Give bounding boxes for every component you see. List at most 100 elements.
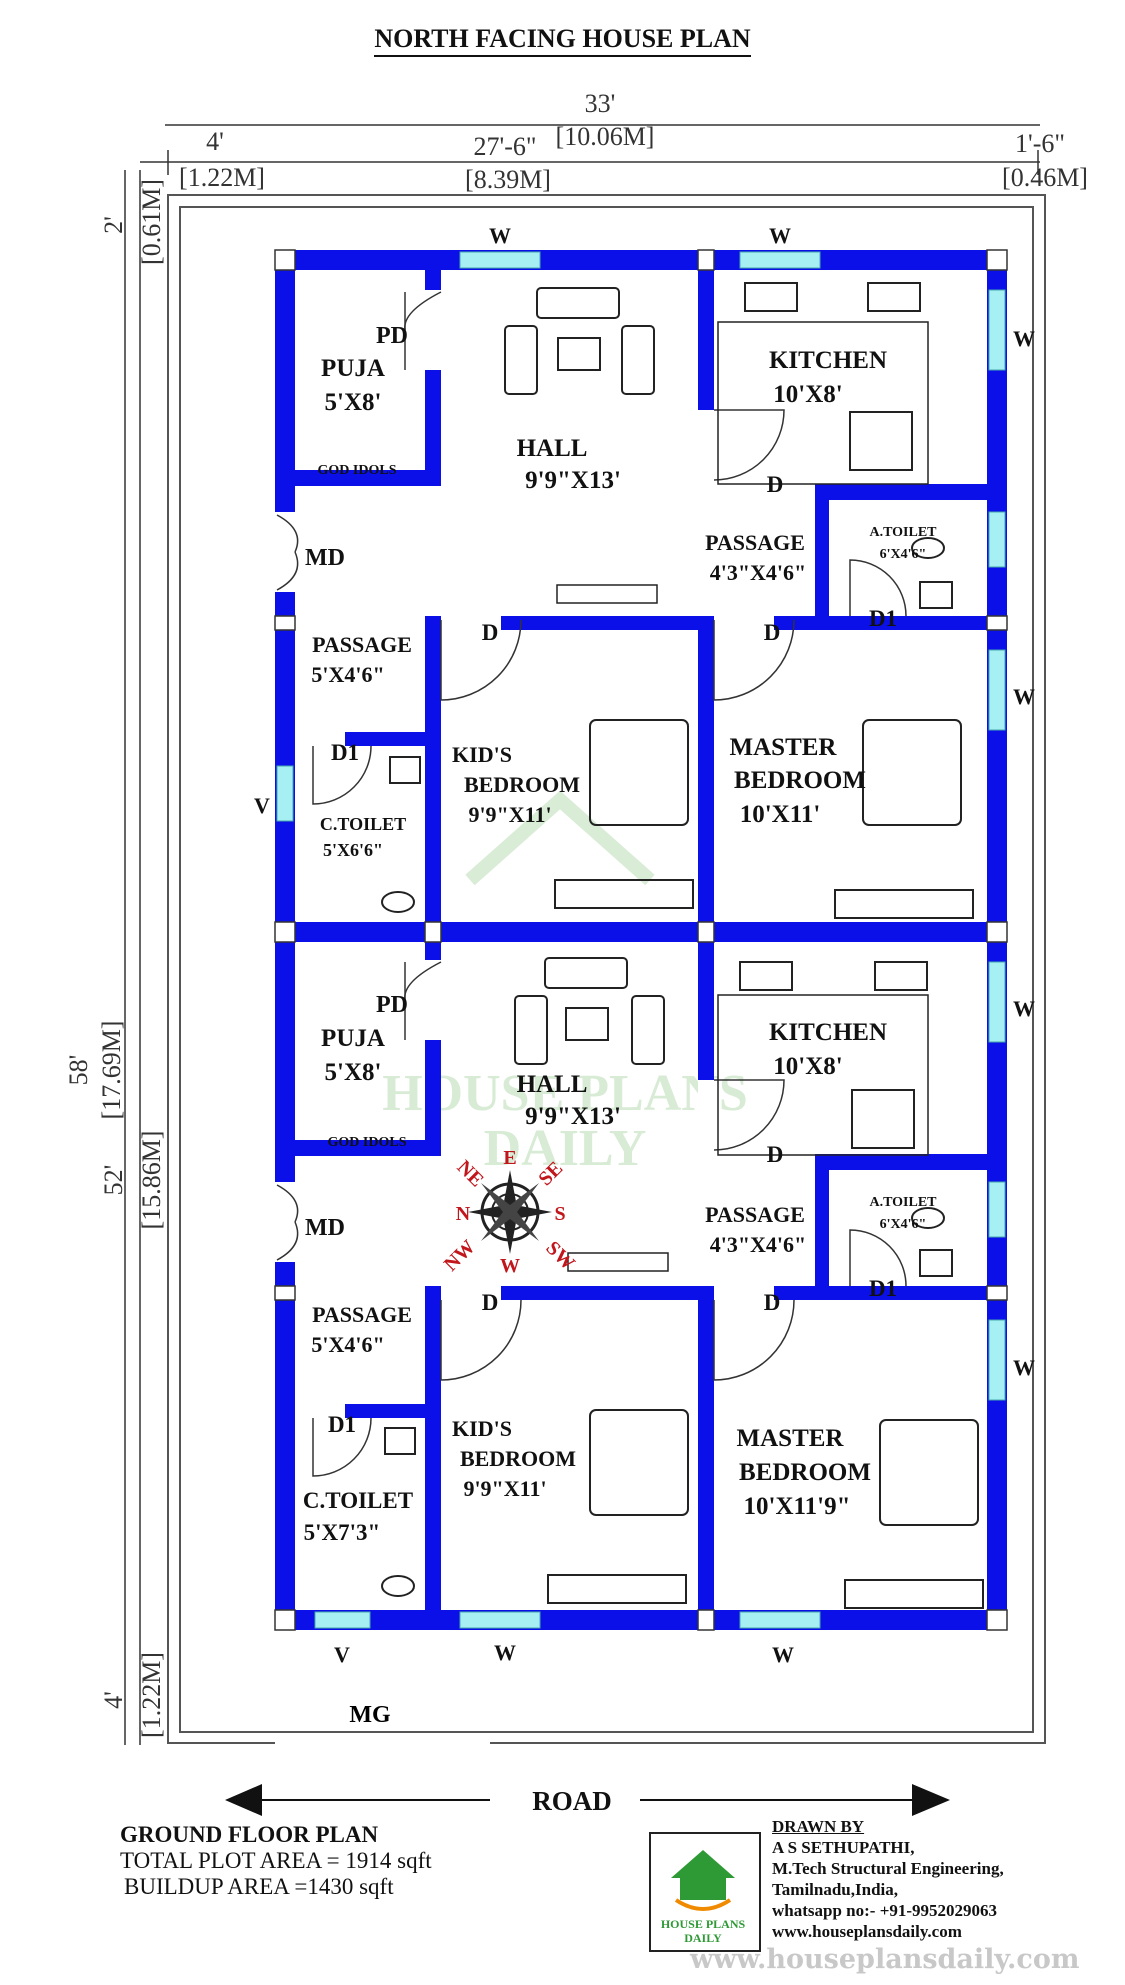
bed-icon bbox=[862, 719, 962, 826]
stove-icon bbox=[874, 961, 928, 991]
passage-right-dim: 4'3"X4'6" bbox=[710, 1232, 807, 1257]
dim-top-right-m: [0.46M] bbox=[1002, 163, 1088, 192]
ctoilet-dim: 5'X7'3" bbox=[304, 1520, 381, 1545]
compass-s: S bbox=[554, 1203, 565, 1225]
ctoilet-dim: 5'X6'6" bbox=[323, 840, 383, 860]
master-bedroom-label: MASTER bbox=[730, 734, 838, 761]
kitchen-dim: 10'X8' bbox=[773, 381, 842, 408]
passage-right-label: PASSAGE bbox=[705, 1202, 805, 1227]
dimension-lines bbox=[124, 124, 1040, 1745]
door-label: D bbox=[764, 1290, 781, 1315]
credit-location: Tamilnadu,India, bbox=[772, 1880, 898, 1899]
dim-top-left-m: [1.22M] bbox=[179, 163, 265, 192]
god-idols-label: GOD IDOLS bbox=[318, 463, 397, 478]
wardrobe-icon bbox=[554, 879, 694, 909]
toilet-icon bbox=[911, 537, 945, 559]
armchair-icon bbox=[514, 995, 548, 1065]
washbasin-icon bbox=[919, 581, 953, 609]
passage-right-dim: 4'3"X4'6" bbox=[710, 560, 807, 585]
sink-icon bbox=[744, 282, 798, 312]
washbasin-icon bbox=[919, 1249, 953, 1277]
road-label: ROAD bbox=[532, 1786, 612, 1816]
sofa-icon bbox=[544, 957, 628, 989]
hall-dim: 9'9"X13' bbox=[525, 1103, 621, 1130]
dim-top-total-m: [10.06M] bbox=[556, 122, 655, 151]
door-label: D bbox=[764, 620, 781, 645]
puja-dim: 5'X8' bbox=[325, 389, 382, 416]
credit-website: www.houseplansdaily.com bbox=[772, 1922, 962, 1941]
kitchen-label: KITCHEN bbox=[769, 347, 887, 374]
window-label: W bbox=[1013, 996, 1035, 1021]
dim-left-mid-m: [15.86M] bbox=[137, 1131, 166, 1230]
washbasin-icon bbox=[384, 1427, 416, 1455]
hall-label: HALL bbox=[517, 435, 588, 462]
passage-right-label: PASSAGE bbox=[705, 530, 805, 555]
puja-dim: 5'X8' bbox=[325, 1059, 382, 1086]
kids-bedroom-label: KID'S bbox=[452, 1416, 512, 1441]
window-label: W bbox=[1013, 684, 1035, 709]
windows bbox=[276, 251, 1006, 1629]
dim-top-left-ft: 4' bbox=[206, 127, 224, 156]
atoilet-label: A.TOILET bbox=[869, 1195, 937, 1210]
armchair-icon bbox=[504, 325, 538, 395]
door1-label: D1 bbox=[869, 1276, 897, 1301]
wardrobe-icon bbox=[547, 1574, 687, 1604]
kids-bedroom-dim: 9'9"X11' bbox=[468, 802, 551, 827]
master-bedroom-dim: 10'X11' bbox=[740, 801, 821, 828]
plan-name: GROUND FLOOR PLAN bbox=[120, 1822, 379, 1847]
pooja-door-label: PD bbox=[376, 323, 408, 349]
dim-top-total-ft: 33' bbox=[585, 89, 616, 118]
plot-area: TOTAL PLOT AREA = 1914 sqft bbox=[120, 1848, 432, 1873]
door-swings bbox=[276, 291, 907, 1477]
master-bedroom-label: BEDROOM bbox=[739, 1459, 871, 1486]
svg-text:HOUSE PLANS: HOUSE PLANS bbox=[382, 1065, 748, 1122]
hall-dim: 9'9"X13' bbox=[525, 467, 621, 494]
hall-label: HALL bbox=[517, 1071, 588, 1098]
dim-top-right-ft: 1'-6" bbox=[1015, 129, 1065, 158]
door-label: D bbox=[767, 1142, 784, 1167]
master-bedroom-label: MASTER bbox=[737, 1425, 845, 1452]
credit-name: A S SETHUPATHI, bbox=[772, 1838, 915, 1857]
compass-nw: NW bbox=[440, 1236, 480, 1276]
door-label: D bbox=[482, 1290, 499, 1315]
bed-icon bbox=[589, 1409, 689, 1516]
wardrobe-icon bbox=[834, 889, 974, 919]
plot-boundary-outer bbox=[167, 194, 1046, 1744]
armchair-icon bbox=[621, 325, 655, 395]
kitchen-label: KITCHEN bbox=[769, 1019, 887, 1046]
tv-unit-icon bbox=[556, 584, 658, 604]
armchair-icon bbox=[631, 995, 665, 1065]
compass-icon bbox=[468, 1170, 552, 1254]
passage-left-label: PASSAGE bbox=[312, 1302, 412, 1327]
dim-left-total-ft: 58' bbox=[64, 1055, 93, 1086]
buildup-area: BUILDUP AREA =1430 sqft bbox=[124, 1874, 394, 1899]
atoilet-label: A.TOILET bbox=[869, 525, 937, 540]
fridge-icon bbox=[849, 411, 913, 471]
furniture-lower bbox=[381, 957, 984, 1609]
kids-bedroom-label: KID'S bbox=[452, 742, 512, 767]
pooja-door-label: PD bbox=[376, 992, 408, 1018]
bed-icon bbox=[589, 719, 689, 826]
dim-left-top-ft: 2' bbox=[99, 216, 128, 234]
tv-unit-icon bbox=[567, 1252, 669, 1272]
atoilet-dim: 6'X4'6" bbox=[880, 1217, 927, 1232]
logo-text: HOUSE PLANS bbox=[661, 1917, 746, 1931]
door1-label: D1 bbox=[328, 1412, 356, 1437]
door1-label: D1 bbox=[869, 606, 897, 631]
puja-label: PUJA bbox=[321, 355, 385, 382]
compass-n: N bbox=[456, 1203, 471, 1225]
watermark-logo: HOUSE PLANS DAILY bbox=[382, 790, 748, 1177]
door-label: D bbox=[482, 620, 499, 645]
puja-label: PUJA bbox=[321, 1025, 385, 1052]
wardrobe-icon bbox=[844, 1579, 984, 1609]
main-gate-opening bbox=[275, 1725, 490, 1747]
dim-top-mid-m: [8.39M] bbox=[465, 165, 551, 194]
window-label: W bbox=[772, 1642, 794, 1667]
passage-left-dim: 5'X4'6" bbox=[311, 1332, 384, 1357]
fridge-icon bbox=[851, 1089, 915, 1149]
window-label: W bbox=[494, 1640, 516, 1665]
dim-left-total-m: [17.69M] bbox=[97, 1021, 126, 1120]
window-labels: W W W W V W W V W W bbox=[254, 223, 1035, 1667]
dim-left-top-m: [0.61M] bbox=[137, 179, 166, 265]
